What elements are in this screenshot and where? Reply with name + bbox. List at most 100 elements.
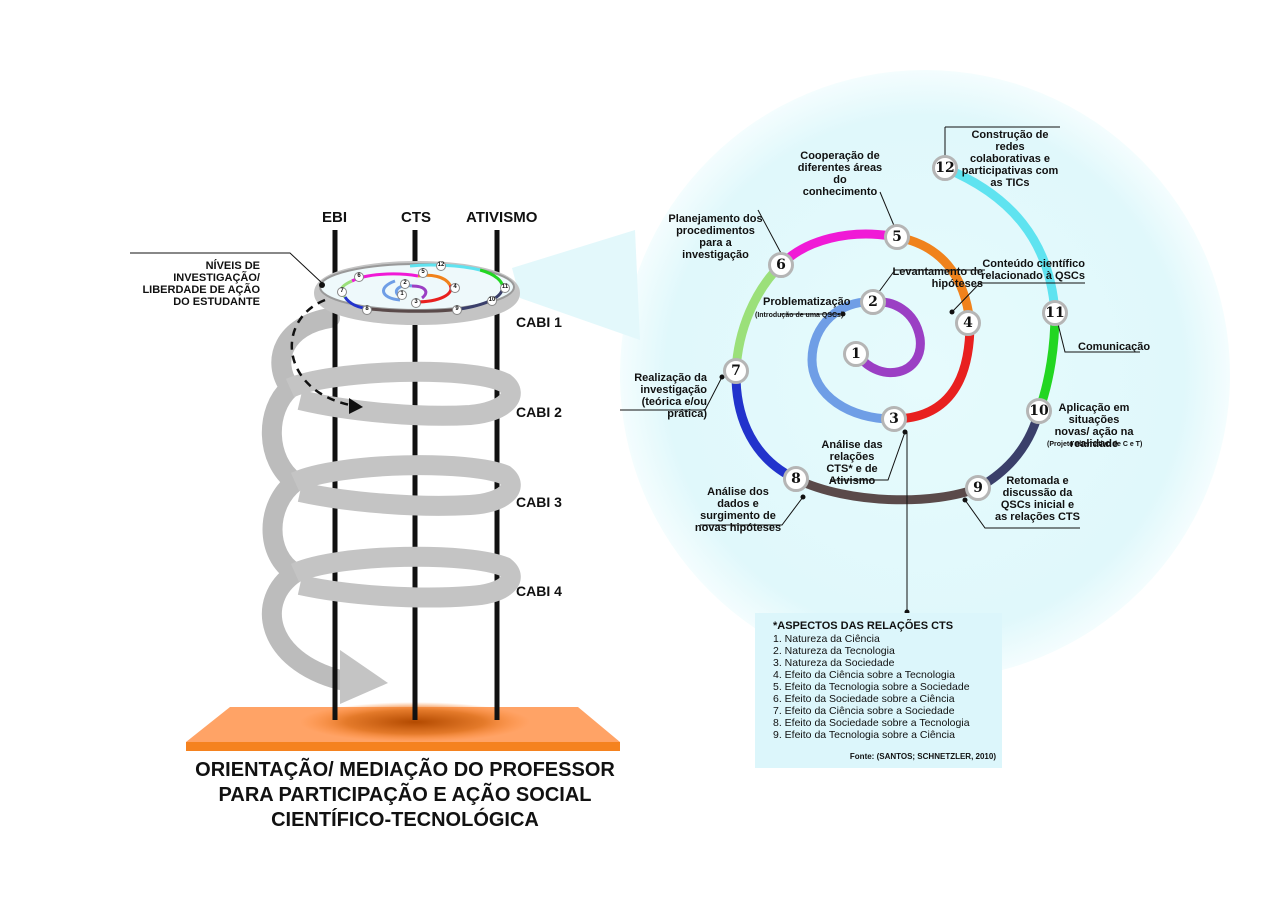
disc-step-5: 5 — [418, 268, 428, 278]
levels-label: NÍVEIS DE INVESTIGAÇÃO/ LIBERDADE DE AÇÃ… — [142, 260, 260, 308]
aspects-heading: *ASPECTOS DAS RELAÇÕES CTS — [773, 620, 954, 632]
step-node-12: 12 — [932, 155, 958, 181]
spiral-segment-7 — [731, 370, 798, 484]
leader-3 — [830, 431, 906, 481]
leader-5 — [879, 191, 896, 229]
mini-seg — [382, 279, 401, 302]
aspect-item: 7. Efeito da Ciência sobre a Sociedade — [773, 705, 955, 717]
aspects-box: *ASPECTOS DAS RELAÇÕES CTS 1. Natureza d… — [755, 613, 1002, 768]
disc-step-10: 10 — [487, 296, 497, 306]
leader-2 — [872, 269, 985, 301]
floor — [186, 742, 620, 751]
zoom-wedge — [512, 230, 640, 340]
cabi-label-3: CABI 3 — [516, 494, 562, 510]
dashed-arrowhead — [349, 398, 363, 414]
spiral-segment-11 — [943, 163, 1060, 314]
main-title: ORIENTAÇÃO/ MEDIAÇÃO DO PROFESSOR PARA P… — [190, 758, 620, 833]
step-node-4: 4 — [955, 310, 981, 336]
leader-11 — [1056, 319, 1140, 353]
spiral-segment-4 — [896, 232, 975, 324]
leader-dot — [840, 311, 846, 317]
spiral-back-2 — [261, 378, 305, 492]
step-label-3: Análise das relações CTS* e de Ativismo — [821, 439, 883, 487]
step-node-8: 8 — [783, 466, 809, 492]
spiral-segment-8 — [794, 474, 980, 505]
spiral-back-3 — [262, 472, 305, 583]
step-label-7: Realização da investigação (teórica e/ou… — [634, 372, 707, 420]
leader-8 — [700, 496, 804, 526]
main-title-line: ORIENTAÇÃO/ MEDIAÇÃO DO PROFESSOR — [195, 759, 615, 781]
leader-7 — [620, 376, 723, 411]
aspect-item: 5. Efeito da Tecnologia sobre a Sociedad… — [773, 681, 970, 693]
step-label-12: Construção de redes colaborativas e part… — [961, 129, 1059, 189]
disc-step-8: 8 — [362, 305, 372, 315]
disc-step-3: 3 — [411, 298, 421, 308]
step-label-5: Cooperação de diferentes áreas do conhec… — [797, 150, 883, 198]
floor-shadow — [300, 702, 530, 742]
step-node-10: 10 — [1026, 398, 1052, 424]
step-node-7: 7 — [723, 358, 749, 384]
step-label-4: Conteúdo científico relacionado à QSCs — [981, 258, 1085, 282]
leader-dot — [962, 497, 968, 503]
leader-4 — [951, 282, 1085, 313]
aspect-item: 2. Natureza da Tecnologia — [773, 645, 895, 657]
problematizacao-sub: (Introdução de uma QSCs) — [755, 312, 844, 319]
spiral-arrowhead — [340, 650, 388, 704]
disc-step-2: 2 — [400, 279, 410, 289]
disc-step-1: 1 — [397, 290, 407, 300]
spiral-front-3 — [290, 546, 521, 608]
main-title-line: CIENTÍFICO-TECNOLÓGICA — [271, 809, 539, 831]
spiral-segment-1 — [854, 297, 925, 377]
zoom-circle — [620, 70, 1230, 680]
cabi-label-2: CABI 2 — [516, 404, 562, 420]
aspect-item: 4. Efeito da Ciência sobre a Tecnologia — [773, 669, 955, 681]
step-label-11: Comunicação — [1078, 341, 1151, 353]
main-title-line: PARA PARTICIPAÇÃO E AÇÃO SOCIAL — [218, 784, 592, 806]
step-label-6: Planejamento dos procedimentos para a in… — [668, 213, 763, 261]
leader-6 — [757, 209, 783, 256]
disc-step-12: 12 — [436, 261, 446, 271]
step-label-8: Análise dos dados e surgimento de novas … — [694, 486, 782, 534]
aspect-item: 1. Natureza da Ciência — [773, 633, 880, 645]
aspect-item: 6. Efeito da Sociedade sobre a Ciência — [773, 693, 955, 705]
spiral-segment-2 — [807, 297, 896, 424]
step-node-9: 9 — [965, 475, 991, 501]
step-node-3: 3 — [881, 406, 907, 432]
cabi-label-4: CABI 4 — [516, 583, 562, 599]
step-node-1: 1 — [843, 341, 869, 367]
axis-label-ativismo: ATIVISMO — [466, 209, 538, 226]
step-node-11: 11 — [1042, 300, 1068, 326]
aspects-list: 1. Natureza da Ciência 2. Natureza da Te… — [773, 633, 970, 741]
step-label-2: Levantamento de hipóteses — [892, 266, 983, 290]
projeto-note: (Projeto alternativo de C e T) — [1047, 441, 1143, 448]
aspect-item: 8. Efeito da Sociedade sobre a Tecnologi… — [773, 717, 970, 729]
disc-step-6: 6 — [354, 272, 364, 282]
levels-leader-dot — [319, 282, 325, 288]
spiral-back-4 — [261, 563, 350, 690]
spiral-segment-3 — [894, 322, 975, 424]
step-node-5: 5 — [884, 224, 910, 250]
disc-step-11: 11 — [500, 283, 510, 293]
problematizacao-label: Problematização — [763, 296, 851, 308]
leader-dot — [949, 309, 955, 315]
dashed-path — [290, 298, 351, 407]
axis-label-ebi: EBI — [322, 209, 348, 226]
levels-leader — [130, 252, 323, 284]
spiral-front-1 — [285, 361, 521, 426]
step-node-2: 2 — [860, 289, 886, 315]
leader-dot — [800, 494, 806, 500]
axis-label-cts: CTS — [401, 209, 431, 226]
disc-step-7: 7 — [337, 287, 347, 297]
spiral-front-2 — [290, 455, 521, 516]
mini-seg — [411, 284, 428, 300]
cabi-label-1: CABI 1 — [516, 314, 562, 330]
aspects-source: Fonte: (SANTOS; SCHNETZLER, 2010) — [849, 752, 996, 761]
step-label-9: Retomada e discussão da QSCs inicial e a… — [995, 475, 1080, 523]
step-node-6: 6 — [768, 252, 794, 278]
aspect-item: 9. Efeito da Tecnologia sobre a Ciência — [773, 729, 955, 741]
disc-step-9: 9 — [452, 305, 462, 315]
leader-9 — [964, 499, 1080, 529]
step-label-10: Aplicação em situações novas/ ação na re… — [1054, 402, 1134, 450]
